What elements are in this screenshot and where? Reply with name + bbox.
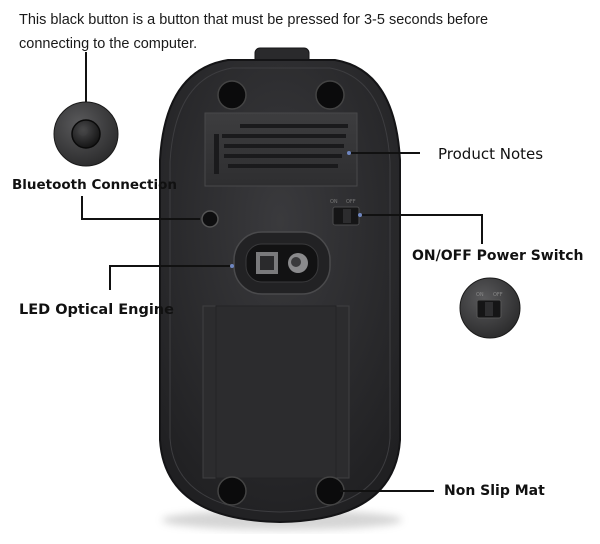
leader-lines [81,52,483,492]
mouse-rim [169,67,391,513]
label-product-notes: Product Notes [438,145,544,163]
product-label-plate [204,112,358,187]
label-non-slip-mat: Non Slip Mat [444,483,545,499]
zoom-switch-knob [485,302,493,316]
label-power-switch: ON/OFF Power Switch [412,248,584,264]
switch-off-mark: OFF [346,199,356,205]
power-switch-knob [343,209,351,223]
battery-cover-inner [215,305,337,479]
leader-power-switch [359,214,483,244]
sensor-lens-right-inner [291,257,301,267]
caption-line-1: This black button is a button that must … [19,12,385,28]
foot-bottom-left [217,476,247,506]
label-bluetooth-connection: Bluetooth Connection [12,177,177,193]
foot-top-right [315,80,345,110]
zoom-button-highlight [78,126,88,136]
label-led-optical-engine: LED Optical Engine [19,302,174,318]
leader-bluetooth [81,196,200,220]
zoom-button-cap [71,119,101,149]
sensor-lens-left-inner [260,256,274,270]
label-text-marks [214,124,348,174]
foot-bottom-right [315,476,345,506]
leader-led-engine [109,265,232,290]
switch-on-mark: ON [330,199,338,205]
bluetooth-button [201,210,219,228]
caption-line-1b: seconds before [384,12,489,28]
foot-top-left [217,80,247,110]
zoom-switch-on-mark: ON [476,292,484,298]
caption-line-2: connecting to the computer. [19,36,198,52]
pointer-dots [230,151,362,268]
zoom-switch-off-mark: OFF [493,292,503,298]
battery-cover [202,305,350,479]
caption: This black button is a button that must … [19,8,579,56]
